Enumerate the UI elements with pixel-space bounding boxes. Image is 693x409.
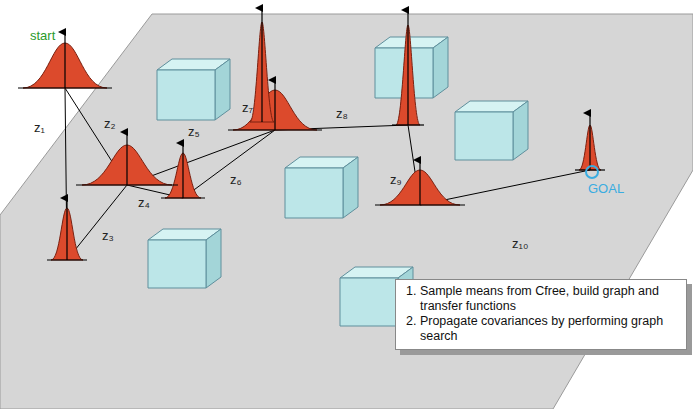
start-label: start: [30, 28, 55, 43]
cube-face: [455, 112, 513, 160]
cube-face: [206, 229, 221, 288]
cube-face: [513, 101, 528, 160]
edge-label: z₃: [102, 228, 114, 243]
edge-label: z₆: [230, 172, 242, 187]
gaussians: [23, 22, 601, 260]
edge-label: z₉: [390, 172, 402, 187]
note-box: 1. Sample means from Cfree, build graph …: [395, 279, 687, 350]
cube-face: [148, 240, 206, 288]
edge-label: z₁: [34, 120, 45, 135]
edge-label: z₅: [188, 124, 200, 139]
edge-label: z₇: [242, 100, 253, 115]
goal-marker: [586, 166, 598, 178]
edge-label: z₈: [336, 106, 348, 121]
edge-label: z₁₀: [512, 236, 528, 251]
step-text: 1. Sample means from Cfree, build graph …: [404, 284, 678, 314]
edge-label: z₂: [104, 116, 116, 131]
goal-label: GOAL: [588, 181, 624, 196]
cube-face: [157, 70, 215, 120]
cube-face: [343, 157, 358, 218]
cube-face: [340, 278, 398, 326]
graph-edges: [65, 88, 590, 260]
cube-face: [285, 168, 343, 218]
cube-face: [215, 59, 230, 120]
cube-face: [433, 37, 448, 98]
edge-label: z₄: [138, 195, 150, 210]
mean-arrows: [18, 8, 605, 260]
step-text: 2. Propagate covariances by performing g…: [404, 314, 678, 344]
floor-plane: [0, 14, 693, 409]
